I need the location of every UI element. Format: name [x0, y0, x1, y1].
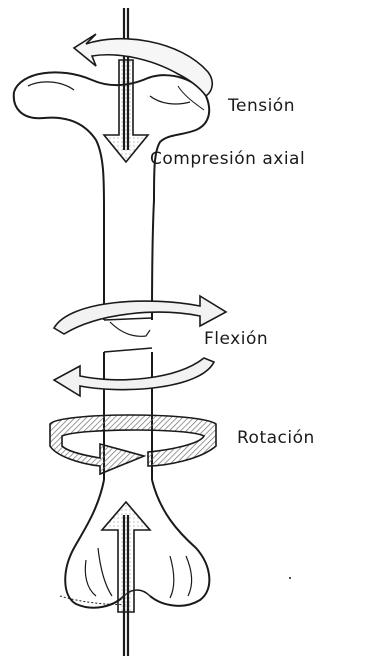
label-rotacion: Rotación [237, 428, 315, 448]
flexion-arrow-upper-icon [54, 296, 226, 334]
label-compresion-axial: Compresión axial [150, 149, 305, 169]
label-tension: Tensión [228, 96, 295, 116]
stray-marks [289, 577, 291, 579]
axial-load-up-arrow-icon [102, 502, 150, 612]
rotation-arrow-icon [50, 415, 216, 474]
compression-arrow-icon [104, 60, 148, 162]
label-flexion: Flexión [204, 329, 268, 349]
flexion-arrow-lower-icon [54, 358, 214, 396]
tension-arrow-icon [74, 34, 212, 96]
